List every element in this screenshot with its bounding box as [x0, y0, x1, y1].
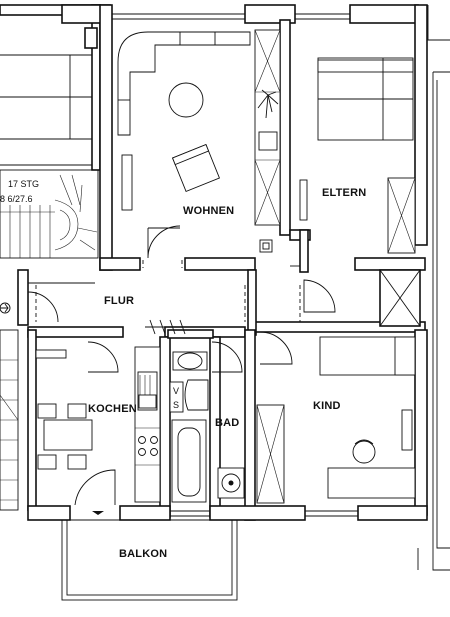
room-label-eltern: ELTERN — [322, 187, 366, 199]
chair-icon — [352, 440, 376, 464]
room-label-wohnen: WOHNEN — [183, 205, 234, 217]
room-label-bad: BAD — [215, 417, 239, 429]
radiator-icon — [121, 154, 133, 211]
stair-info-line2: 8 6/27.6 — [0, 194, 33, 204]
washbasin-icon: V S — [169, 379, 209, 413]
wardrobe-icon — [387, 177, 416, 254]
doors — [27, 225, 336, 506]
coffee-table-icon — [168, 82, 204, 118]
single-bed-icon — [319, 336, 416, 376]
door-icon — [147, 225, 181, 259]
double-bed-icon — [317, 57, 414, 141]
walls — [17, 4, 450, 571]
toilet-icon — [172, 351, 208, 371]
room-label-kind: KIND — [313, 400, 341, 412]
tv-icon — [258, 131, 278, 151]
vs-label-v: V — [173, 386, 179, 396]
radiator-icon — [299, 179, 308, 221]
socket-box — [259, 239, 273, 253]
door-icon — [259, 331, 293, 365]
door-icon — [211, 341, 243, 373]
kitchen-counter — [134, 346, 161, 503]
room-label-balkon: BALKON — [119, 548, 167, 560]
flur-marks — [145, 319, 190, 335]
bathtub-icon — [171, 419, 207, 503]
armchair-icon — [171, 143, 221, 193]
wall-shelf — [254, 29, 281, 226]
washing-machine-icon — [217, 467, 245, 499]
radiator-icon — [401, 409, 413, 451]
room-label-kochen: KOCHEN — [88, 403, 137, 415]
balcony — [61, 511, 238, 601]
door-icon — [27, 291, 59, 323]
stove-icon — [135, 427, 160, 466]
vs-label-s: S — [173, 400, 179, 410]
sink-icon — [138, 375, 157, 409]
door-icon — [303, 279, 336, 313]
room-label-flur: FLUR — [104, 295, 134, 307]
radiator-icon — [35, 349, 67, 359]
wardrobe-icon — [256, 404, 285, 504]
sofa-icon — [117, 31, 251, 136]
desk-icon — [327, 467, 416, 499]
stair-info-line1: 17 STG — [8, 179, 39, 189]
door-icon — [74, 469, 116, 506]
entrance-arrow — [0, 302, 11, 314]
dining-table-icon — [37, 403, 93, 470]
staircase: 17 STG 8 6/27.6 — [0, 169, 99, 511]
neighbor-left — [0, 4, 101, 171]
windows — [35, 260, 301, 338]
door-icon — [87, 341, 119, 373]
plant-icon — [257, 89, 279, 119]
